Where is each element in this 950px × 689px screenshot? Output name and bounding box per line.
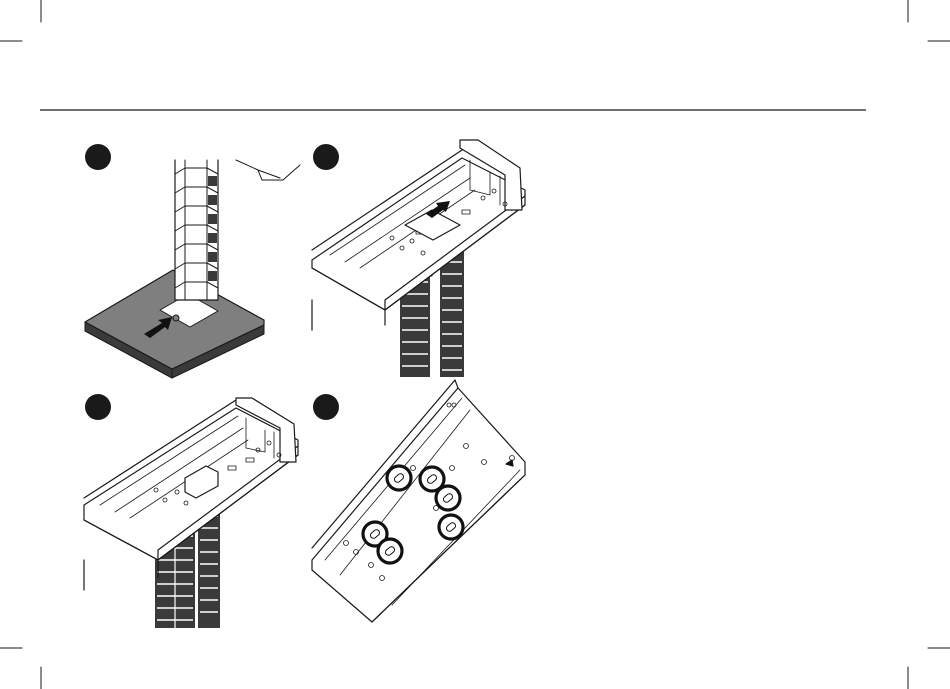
cable-chain-vertical (175, 160, 218, 300)
step-4-illustration (312, 380, 525, 622)
step-1-badge (85, 144, 111, 170)
fastening-hole-3 (436, 486, 460, 510)
step-3-illustration (84, 394, 298, 628)
tray-corner (236, 160, 300, 180)
tray-underside (312, 380, 525, 622)
step-2-badge (313, 144, 339, 170)
step-4-badge (313, 394, 339, 420)
step-3-badge (85, 394, 111, 420)
step-2-illustration (312, 140, 525, 377)
fastening-hole-6 (378, 539, 402, 563)
fastening-hole-4 (439, 515, 463, 539)
step-1-illustration (85, 144, 300, 378)
fastening-hole-1 (387, 466, 411, 490)
